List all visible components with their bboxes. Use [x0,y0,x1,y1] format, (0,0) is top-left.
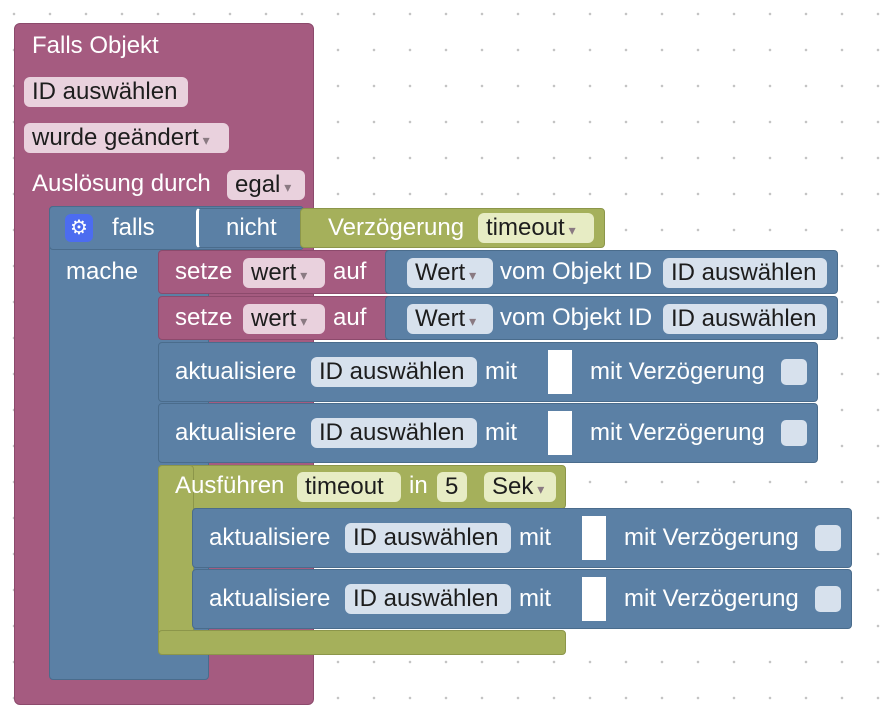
update-block[interactable] [192,569,852,629]
update-object-id-field[interactable]: ID auswählen [345,584,511,614]
update-label: aktualisiere [175,358,297,385]
if-label: falls [112,214,155,241]
update-block[interactable] [158,403,818,463]
do-label: mache [66,258,139,285]
update-object-id-field[interactable]: ID auswählen [311,418,477,448]
event-title: Falls Objekt [32,32,159,59]
timeout-unit-dropdown[interactable]: Sek [484,472,556,502]
set-to-label: auf [333,258,367,285]
update-delay-label: mit Verzögerung [590,358,765,385]
update-delay-label: mit Verzögerung [624,524,799,551]
value-input-socket[interactable] [548,411,572,455]
ack-label: Auslösung durch [32,170,211,197]
state-object-id-field[interactable]: ID auswählen [663,258,827,288]
not-block[interactable] [196,208,316,248]
set-var-dropdown[interactable]: wert [243,304,325,334]
delay-checkbox[interactable] [781,420,807,446]
update-block[interactable] [158,342,818,402]
value-input-socket[interactable] [548,350,572,394]
timeout-label: Ausführen [175,472,285,499]
update-delay-label: mit Verzögerung [590,419,765,446]
state-object-id-field[interactable]: ID auswählen [663,304,827,334]
state-of-label: vom Objekt ID [500,304,653,331]
set-label: setze [175,304,233,331]
state-of-label: vom Objekt ID [500,258,653,285]
delay-checkbox[interactable] [815,586,841,612]
update-object-id-field[interactable]: ID auswählen [311,357,477,387]
object-id-field[interactable]: ID auswählen [24,77,188,107]
gear-icon[interactable]: ⚙ [65,214,93,242]
update-label: aktualisiere [175,419,297,446]
update-with-label: mit [485,419,517,446]
state-attr-dropdown[interactable]: Wert [407,304,493,334]
state-attr-dropdown[interactable]: Wert [407,258,493,288]
update-with-label: mit [485,358,517,385]
update-label: aktualisiere [209,585,331,612]
delay-checkbox[interactable] [815,525,841,551]
not-label: nicht [226,214,277,241]
set-to-label: auf [333,304,367,331]
update-label: aktualisiere [209,524,331,551]
update-with-label: mit [519,524,551,551]
update-with-label: mit [519,585,551,612]
delay-check-dropdown[interactable]: timeout [478,213,594,243]
delay-checkbox[interactable] [781,359,807,385]
ack-dropdown[interactable]: egal [227,170,305,200]
timeout-value-field[interactable]: 5 [437,472,467,502]
trigger-dropdown[interactable]: wurde geändert [24,123,229,153]
update-object-id-field[interactable]: ID auswählen [345,523,511,553]
set-var-dropdown[interactable]: wert [243,258,325,288]
timeout-name-field[interactable]: timeout [297,472,401,502]
set-label: setze [175,258,233,285]
delay-check-label: Verzögerung [328,214,465,241]
update-block[interactable] [192,508,852,568]
update-delay-label: mit Verzögerung [624,585,799,612]
value-input-socket[interactable] [582,516,606,560]
value-input-socket[interactable] [582,577,606,621]
timeout-in-label: in [409,472,428,499]
